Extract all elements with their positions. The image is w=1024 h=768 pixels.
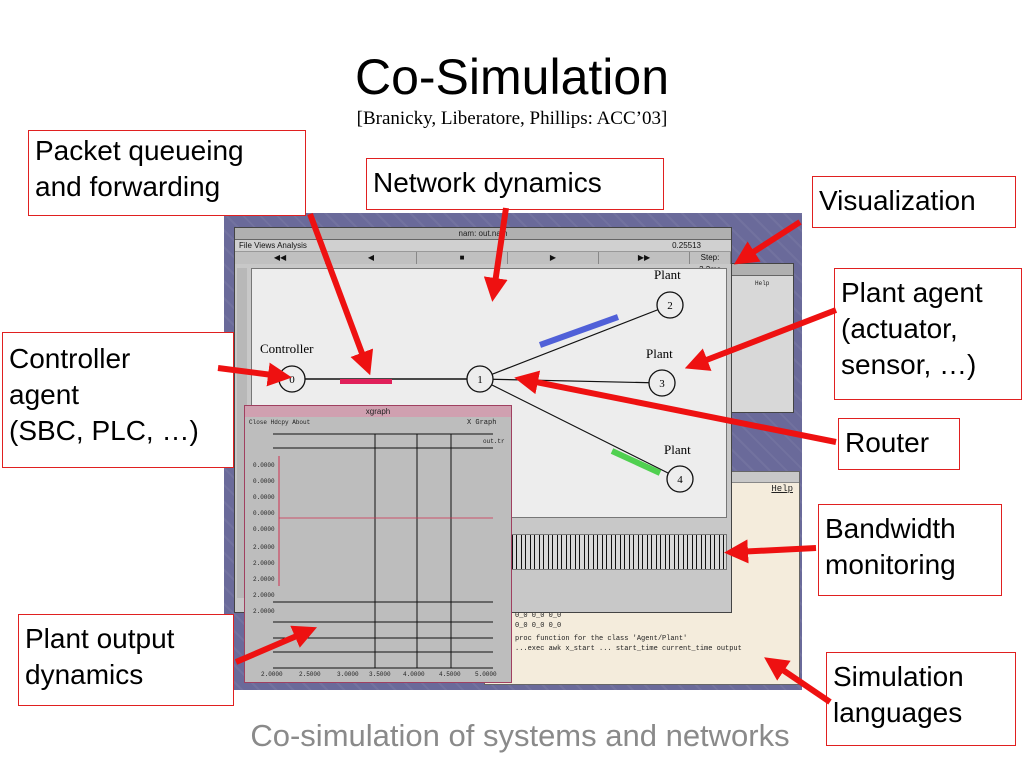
y-tick-9: 2.0000 [253, 608, 275, 615]
x-tick-2: 3.0000 [337, 671, 359, 678]
callout-router-text: Router [845, 427, 930, 458]
editor-line-3: proc function for the class 'Agent/Plant… [515, 635, 688, 643]
callout-network-text: Network dynamics [373, 167, 602, 198]
y-tick-1: 0.0000 [253, 478, 275, 485]
xgraph-plot [273, 433, 493, 669]
callout-controller-agent: Controller agent (SBC, PLC, …) [2, 332, 234, 468]
rewind-button[interactable]: ◀ [326, 252, 417, 264]
node-4-label: 4 [677, 474, 683, 486]
bandwidth-monitor [511, 534, 727, 570]
arrow-sim-lang [764, 657, 832, 705]
arrow-visualization [733, 219, 802, 265]
callout-plant-agent-line-3: sensor, …) [841, 349, 977, 380]
node-1[interactable] [466, 365, 494, 393]
y-tick-5: 2.0000 [253, 544, 275, 551]
arrow-packet [307, 212, 374, 376]
node-3[interactable] [648, 369, 676, 397]
x-tick-6: 5.0000 [475, 671, 497, 678]
node-2-label: 2 [667, 300, 673, 312]
xgraph-header: X Graph [467, 419, 497, 427]
link-1-3 [479, 378, 663, 384]
y-tick-7: 2.0000 [253, 576, 275, 583]
nam-menu[interactable]: File Views Analysis [239, 241, 307, 250]
callout-plant-output: Plant output dynamics [18, 614, 234, 706]
link-1-4 [479, 378, 681, 480]
callout-router: Router [838, 418, 960, 470]
y-tick-0: 0.0000 [253, 462, 275, 469]
nam-titlebar: nam: out.nam [235, 228, 731, 240]
packet-blue [538, 314, 620, 348]
callout-sim-line-1: Simulation [833, 661, 964, 692]
topology-diagram: 0 1 2 3 4 Controller Plant Plant Plant [260, 267, 694, 493]
callout-simulation-languages: Simulation languages [826, 652, 1016, 746]
callout-plant-output-line-2: dynamics [25, 659, 144, 690]
callout-bandwidth-line-2: monitoring [825, 549, 956, 580]
node-3-label: 3 [659, 378, 665, 390]
fast-forward-button[interactable]: ▶▶ [599, 252, 690, 264]
x-tick-4: 4.0000 [403, 671, 425, 678]
xgraph-menu[interactable]: Close Hdcpy About [249, 419, 311, 426]
plant-label-4: Plant [664, 442, 691, 457]
callout-plant-agent-line-1: Plant agent [841, 277, 983, 308]
y-tick-6: 2.0000 [253, 560, 275, 567]
arrow-bandwidth [724, 539, 817, 564]
callout-sim-line-2: languages [833, 697, 963, 728]
callout-controller-line-3: (SBC, PLC, …) [9, 415, 199, 446]
editor-help-menu[interactable]: Help [771, 484, 793, 494]
x-tick-5: 4.5000 [439, 671, 461, 678]
slide-citation: [Branicky, Liberatore, Phillips: ACC’03] [356, 108, 668, 129]
side-window-titlebar [715, 264, 793, 276]
play-button[interactable]: ▶ [508, 252, 599, 264]
nam-time: 0.25513 [672, 241, 701, 250]
callout-controller-line-2: agent [9, 379, 80, 410]
node-2[interactable] [656, 291, 684, 319]
callout-packet-queueing: Packet queueing and forwarding [28, 130, 306, 216]
y-tick-8: 2.0000 [253, 592, 275, 599]
packet-green [610, 448, 662, 476]
callout-plant-agent: Plant agent (actuator, sensor, …) [834, 268, 1022, 400]
callout-bandwidth-line-1: Bandwidth [825, 513, 956, 544]
xgraph-titlebar: xgraph [245, 406, 511, 417]
arrow-plant-output [234, 625, 318, 665]
arrow-router [514, 370, 837, 445]
plant-label-3: Plant [646, 346, 673, 361]
node-1-label: 1 [477, 374, 483, 386]
callout-visualization-text: Visualization [819, 185, 976, 216]
y-tick-4: 0.0000 [253, 526, 275, 533]
x-tick-3: 3.5000 [369, 671, 391, 678]
plant-label-2: Plant [654, 267, 681, 282]
nam-menubar: File Views Analysis 0.25513 [235, 240, 731, 252]
callout-controller-line-1: Controller [9, 343, 131, 374]
editor-line-1: 0_0 0_0 0_0 [515, 612, 562, 620]
nam-left-toolbar [237, 268, 247, 598]
callout-bandwidth: Bandwidth monitoring [818, 504, 1002, 596]
callout-packet-line-1: Packet queueing [35, 135, 244, 166]
link-1-2 [479, 304, 671, 380]
y-tick-2: 0.0000 [253, 494, 275, 501]
xgraph-legend: out.tr [483, 438, 505, 445]
arrow-controller [217, 362, 292, 387]
editor-line-4: ...exec awk x_start ... start_time curre… [515, 645, 742, 653]
editor-line-2: 0_0 0_0 0_0 [515, 622, 562, 630]
callout-plant-output-line-1: Plant output [25, 623, 175, 654]
x-tick-1: 2.5000 [299, 671, 321, 678]
arrow-plant-agent [684, 307, 838, 371]
packet-red [340, 379, 392, 384]
embedded-screenshot: Help ... Help 0_0 0_0 0_0 0_0 0_0 0_0 pr… [224, 213, 802, 690]
arrow-network [483, 207, 509, 302]
controller-label: Controller [260, 341, 314, 356]
callout-plant-agent-line-2: (actuator, [841, 313, 958, 344]
side-window-help[interactable]: Help [755, 280, 770, 287]
stop-button[interactable]: ■ [417, 252, 508, 264]
slide-title: Co-Simulation [354, 49, 669, 105]
y-tick-3: 0.0000 [253, 510, 275, 517]
node-0-label: 0 [289, 374, 295, 386]
slide-footer: Co-simulation of systems and networks [250, 718, 790, 753]
callout-network-dynamics: Network dynamics [366, 158, 664, 210]
x-tick-0: 2.0000 [261, 671, 283, 678]
node-4[interactable] [666, 465, 694, 493]
callout-packet-line-2: and forwarding [35, 171, 221, 202]
callout-visualization: Visualization [812, 176, 1016, 228]
